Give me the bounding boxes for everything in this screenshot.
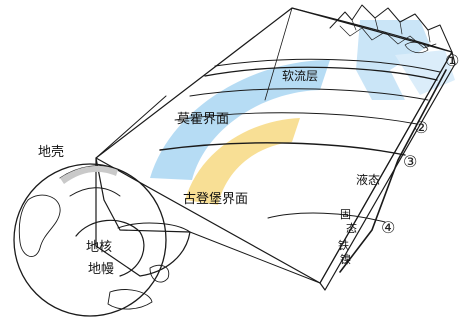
numbered-markers: ① ② ③ ④	[381, 51, 459, 237]
continent-shape	[18, 194, 61, 257]
marker-2: ②	[414, 118, 428, 137]
label-core: 地核	[86, 240, 112, 255]
label-moho-interface: 莫霍界面	[177, 112, 229, 127]
marker-3: ③	[403, 152, 417, 171]
block-wedge	[95, 7, 456, 291]
label-gutenberg-interface: 古登堡界面	[183, 191, 248, 207]
label-crust: 地壳	[38, 145, 64, 160]
surface-mountains	[329, 4, 453, 54]
label-solid-3: 铁	[338, 239, 349, 252]
label-liquid: 液态	[356, 172, 380, 187]
marker-4: ④	[381, 218, 395, 237]
continent-shape	[107, 289, 153, 310]
marker-1: ①	[445, 51, 459, 70]
continent-shape	[149, 264, 170, 283]
earth-globe	[13, 95, 321, 317]
label-solid-2: 态	[346, 222, 357, 235]
label-mantle: 地幔	[88, 262, 114, 277]
label-solid-4: 镍	[340, 252, 351, 266]
label-solid-1: 固	[340, 208, 351, 221]
label-asthenosphere: 软流层	[282, 69, 318, 83]
diagram-labels: 地壳 地核 地幔 莫霍界面 古登堡界面 软流层 液态 固 态 铁 镍	[38, 69, 380, 277]
